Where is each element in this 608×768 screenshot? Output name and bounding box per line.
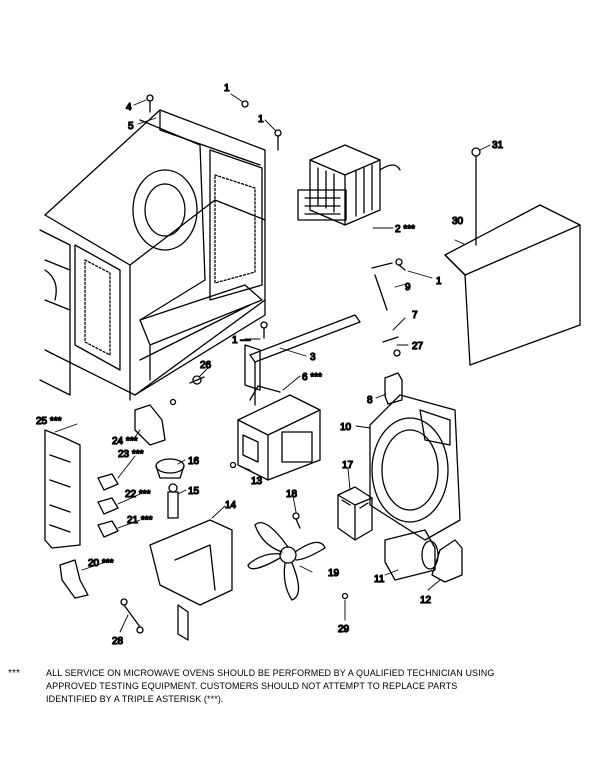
thermal-cutout xyxy=(155,458,185,479)
control-panel xyxy=(44,429,81,549)
door-latch xyxy=(59,559,89,599)
callout-1-top: 1 xyxy=(224,83,230,94)
callout-6: 6 *** xyxy=(302,372,322,383)
hinge-24 xyxy=(134,404,166,446)
callout-21: 21 *** xyxy=(127,515,153,526)
note-line-1: ALL SERVICE ON MICROWAVE OVENS SHOULD BE… xyxy=(46,668,495,678)
callout-8: 8 xyxy=(367,395,373,406)
callout-17: 17 xyxy=(342,460,354,471)
callout-3: 3 xyxy=(310,352,316,363)
fan-motor xyxy=(337,486,373,541)
fuse xyxy=(167,483,179,519)
bracket-8 xyxy=(384,372,403,405)
callout-1-right: 1 xyxy=(436,276,442,287)
callout-9: 9 xyxy=(405,282,411,293)
callout-28: 28 xyxy=(112,636,124,647)
callout-5: 5 xyxy=(128,121,134,132)
switch-21 xyxy=(97,520,119,538)
switch-23 xyxy=(97,473,119,491)
bracket-rail xyxy=(244,314,361,406)
bracket-12 xyxy=(431,539,463,583)
transformer xyxy=(297,144,401,226)
callout-13: 13 xyxy=(251,476,263,487)
callout-19: 19 xyxy=(328,568,340,579)
callout-1-upper-right: 1 xyxy=(258,114,264,125)
callout-15: 15 xyxy=(188,486,200,497)
callout-29: 29 xyxy=(338,624,350,635)
door-panel xyxy=(39,229,71,396)
magnetron xyxy=(237,385,321,481)
callout-20: 20 *** xyxy=(88,558,114,569)
leader-lines xyxy=(54,93,491,633)
chassis-frame xyxy=(44,109,266,401)
callout-27: 27 xyxy=(412,341,424,352)
fan-blade xyxy=(247,521,326,601)
callout-1-mid: 1 — xyxy=(232,335,250,346)
callout-7: 7 xyxy=(412,310,418,321)
note-line-3: IDENTIFIED BY A TRIPLE ASTERISK (***). xyxy=(46,694,224,704)
callout-2: 2 *** xyxy=(395,224,415,235)
callout-4: 4 xyxy=(126,102,132,113)
callout-10: 10 xyxy=(340,422,352,433)
callout-30: 30 xyxy=(452,216,464,227)
callout-24: 24 *** xyxy=(112,436,138,447)
exploded-parts-diagram: 1 1 1 1 — 2 *** 3 4 5 6 *** 7 8 9 10 11 … xyxy=(35,82,581,648)
triple-asterisk-marker: *** xyxy=(8,668,20,679)
air-guide xyxy=(149,519,233,641)
switch-22 xyxy=(97,497,119,515)
outer-case xyxy=(444,204,581,366)
screw-31 xyxy=(471,147,481,246)
fan-duct xyxy=(369,394,461,541)
callout-22: 22 *** xyxy=(125,489,151,500)
note-line-2: APPROVED TESTING EQUIPMENT. CUSTOMERS SH… xyxy=(46,681,458,691)
callout-14: 14 xyxy=(225,500,237,511)
callout-23: 23 *** xyxy=(118,449,144,460)
callout-18: 18 xyxy=(286,489,298,500)
screws xyxy=(120,94,406,634)
callout-26: 26 xyxy=(200,360,212,371)
callout-31: 31 xyxy=(492,140,504,151)
callout-16: 16 xyxy=(188,456,200,467)
callout-11: 11 xyxy=(374,574,385,585)
callout-25: 25 *** xyxy=(36,416,62,427)
callout-12: 12 xyxy=(420,595,432,606)
callout-labels: 1 1 1 1 — 2 *** 3 4 5 6 *** 7 8 9 10 11 … xyxy=(35,82,504,647)
